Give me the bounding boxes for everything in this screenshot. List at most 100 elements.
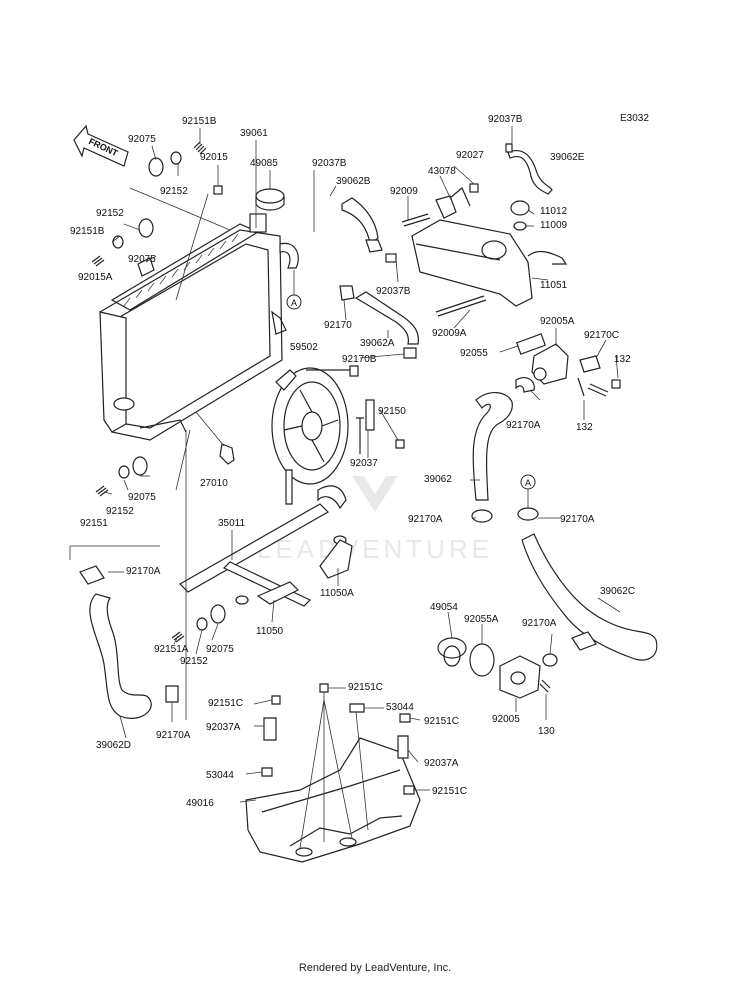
part-label: 11012 xyxy=(540,206,568,217)
part-label: 92015A xyxy=(78,272,113,283)
part-label: 92170A xyxy=(408,514,443,525)
part-number-labels: 92151B 92075 39061 92015 49085 92152 920… xyxy=(70,114,635,809)
part-label: 92055A xyxy=(464,614,499,625)
diagram-code: E3032 xyxy=(620,113,649,124)
part-label: 92170A xyxy=(560,514,595,525)
part-label: 92037A xyxy=(206,722,241,733)
part-label: 92075 xyxy=(128,492,156,503)
cooling-fan-assembly xyxy=(271,365,364,505)
part-label: 92005A xyxy=(540,316,575,327)
callout-a-letter: A xyxy=(525,478,531,488)
part-label: 39062B xyxy=(336,176,371,187)
part-label: 49016 xyxy=(186,798,214,809)
part-label: 92151C xyxy=(348,682,383,693)
tank-hose-39062E xyxy=(505,143,553,195)
hose-39062A xyxy=(339,285,419,359)
part-label: 92009 xyxy=(390,186,418,197)
bracket-11050 xyxy=(256,581,300,605)
grommet-bolt-group-lower xyxy=(95,456,148,497)
callout-a-hose: A xyxy=(520,474,536,508)
clamps-mid xyxy=(471,507,539,523)
leader-lines xyxy=(103,126,621,849)
part-label: 39061 xyxy=(240,128,268,139)
o-ring-92055A xyxy=(469,643,495,677)
leadventure-watermark: LEADVENTURE xyxy=(257,476,493,564)
callout-a-radiator: A xyxy=(286,270,302,310)
part-label: 39062 xyxy=(424,474,452,485)
grommet-bolt-group-bottom xyxy=(171,604,226,643)
part-label: 92015 xyxy=(200,152,228,163)
part-label: 92037B xyxy=(312,158,347,169)
part-label: 92170A xyxy=(506,420,541,431)
part-label: 92075 xyxy=(206,644,234,655)
part-label: 92151C xyxy=(208,698,243,709)
part-label: 92075 xyxy=(128,134,156,145)
part-label: 92151A xyxy=(154,644,189,655)
part-label: 92150 xyxy=(378,406,406,417)
part-label: 92152 xyxy=(160,186,188,197)
watermark-text: LEADVENTURE xyxy=(257,534,493,564)
hose-39062B xyxy=(341,197,383,253)
part-label: 35011 xyxy=(218,518,246,529)
part-label: 92170C xyxy=(584,330,619,341)
part-label: 39062E xyxy=(550,152,585,163)
part-label: 92037 xyxy=(350,458,378,469)
hose-39062C xyxy=(521,533,658,667)
radiator-assembly xyxy=(99,213,299,441)
part-label: 39062A xyxy=(360,338,395,349)
reserve-tank-cap xyxy=(510,200,530,231)
part-label: 132 xyxy=(576,422,593,433)
part-label: 92055 xyxy=(460,348,488,359)
callout-a-letter: A xyxy=(291,298,297,308)
watermark-logo-icon xyxy=(352,476,398,512)
front-arrow-icon: FRONT xyxy=(73,124,129,167)
reserve-tank xyxy=(411,187,533,307)
part-label: 92027 xyxy=(456,150,484,161)
tank-mount-bolts xyxy=(385,183,487,317)
part-label: 39062D xyxy=(96,740,131,751)
grommet-bolt-group-upper xyxy=(91,141,223,277)
part-label: 39062C xyxy=(600,586,635,597)
fan-switch-sensor xyxy=(195,411,235,465)
part-label: 49054 xyxy=(430,602,458,613)
part-label: 92005 xyxy=(492,714,520,725)
footer-credit: Rendered by LeadVenture, Inc. xyxy=(298,962,452,974)
part-label: 92170B xyxy=(342,354,377,365)
part-label: 11050 xyxy=(256,626,284,637)
lower-guard-49016 xyxy=(245,737,421,863)
part-label: 53044 xyxy=(386,702,414,713)
thermostat-49054 xyxy=(437,637,467,667)
part-label: 92170 xyxy=(324,320,352,331)
part-label: 11050A xyxy=(320,588,354,599)
thermostat-housing-upper xyxy=(515,333,621,397)
part-label: 92152 xyxy=(106,506,134,517)
part-label: 92009A xyxy=(432,328,467,339)
part-label: 43078 xyxy=(428,166,456,177)
part-label: 92151C xyxy=(424,716,459,727)
guard-mount-hardware xyxy=(261,683,415,795)
part-label: 92151 xyxy=(80,518,108,529)
part-label: 92151B xyxy=(182,116,217,127)
part-label: 130 xyxy=(538,726,555,737)
part-label: 59502 xyxy=(290,342,318,353)
part-label: 92152 xyxy=(180,656,208,667)
part-label: 11009 xyxy=(540,220,568,231)
part-label: 132 xyxy=(614,354,631,365)
part-label: 27010 xyxy=(200,478,228,489)
fan-bracket-strip xyxy=(365,399,405,449)
part-label: 92151C xyxy=(432,786,467,797)
part-label: 92037A xyxy=(424,758,459,769)
part-label: 92170A xyxy=(522,618,557,629)
part-label: 92151B xyxy=(70,226,105,237)
tank-strap-11051 xyxy=(527,250,568,265)
part-label: 53044 xyxy=(206,770,234,781)
part-label: 92075 xyxy=(128,254,156,265)
part-label: 92170A xyxy=(156,730,191,741)
part-label: 92152 xyxy=(96,208,124,219)
hose-39062 xyxy=(472,377,535,501)
part-label: 92037B xyxy=(488,114,523,125)
part-label: 92037B xyxy=(376,286,411,297)
hose-39062D xyxy=(69,545,179,719)
radiator-cap xyxy=(255,188,285,211)
